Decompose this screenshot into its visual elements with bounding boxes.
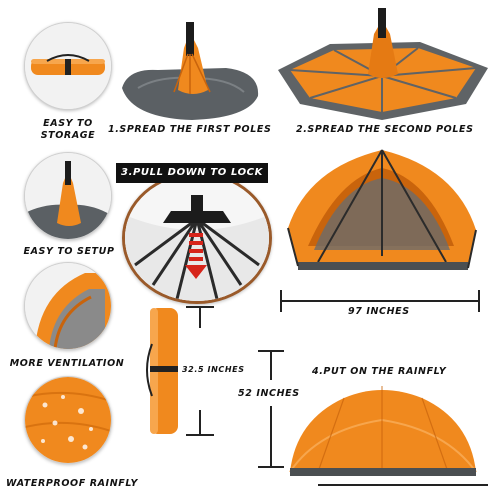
caption-easy-to-storage: EASY TO STORAGE (40, 118, 96, 141)
dimension-bag-length: 32.5 INCHES (182, 365, 245, 374)
rainfly-base-line (318, 484, 488, 486)
height-dimension-line-bottom (270, 406, 272, 466)
waterproof-rainfly-photo (24, 376, 112, 464)
step-1-tent-image (122, 22, 259, 120)
width-dimension-tick-left (280, 290, 282, 312)
height-dimension-line-top (270, 350, 272, 380)
tent-with-rainfly-image (289, 386, 477, 476)
caption-spread-first-poles: 1.SPREAD THE FIRST POLES (108, 124, 272, 135)
dimension-width: 97 INCHES (348, 306, 410, 317)
bag-dimension-line-top (199, 306, 201, 328)
bag-dimension-tick-bottom (186, 434, 214, 436)
assembled-tent-image (287, 149, 477, 270)
height-dimension-tick-bottom (258, 466, 284, 468)
storage-bag-photo (24, 22, 112, 110)
caption-spread-second-poles: 2.SPREAD THE SECOND POLES (296, 124, 474, 135)
dimension-height: 52 INCHES (238, 388, 300, 399)
storage-bag-vertical-image (146, 308, 178, 434)
step-2-tent-image (278, 8, 488, 120)
setup-tent-photo (24, 152, 112, 240)
ventilation-photo (24, 262, 112, 350)
caption-waterproof-rainfly: WATERPROOF RAINFLY (6, 478, 138, 489)
caption-more-ventilation: MORE VENTILATION (9, 358, 125, 369)
width-dimension-line (280, 300, 480, 302)
pull-down-lock-photo (122, 172, 272, 304)
bag-dimension-line-bottom (199, 410, 201, 434)
caption-easy-to-setup: EASY TO SETUP (23, 246, 115, 257)
step-3-banner: 3.PULL DOWN TO LOCK (116, 163, 268, 183)
width-dimension-tick-right (478, 290, 480, 312)
caption-put-on-rainfly: 4.PUT ON THE RAINFLY (312, 366, 447, 377)
